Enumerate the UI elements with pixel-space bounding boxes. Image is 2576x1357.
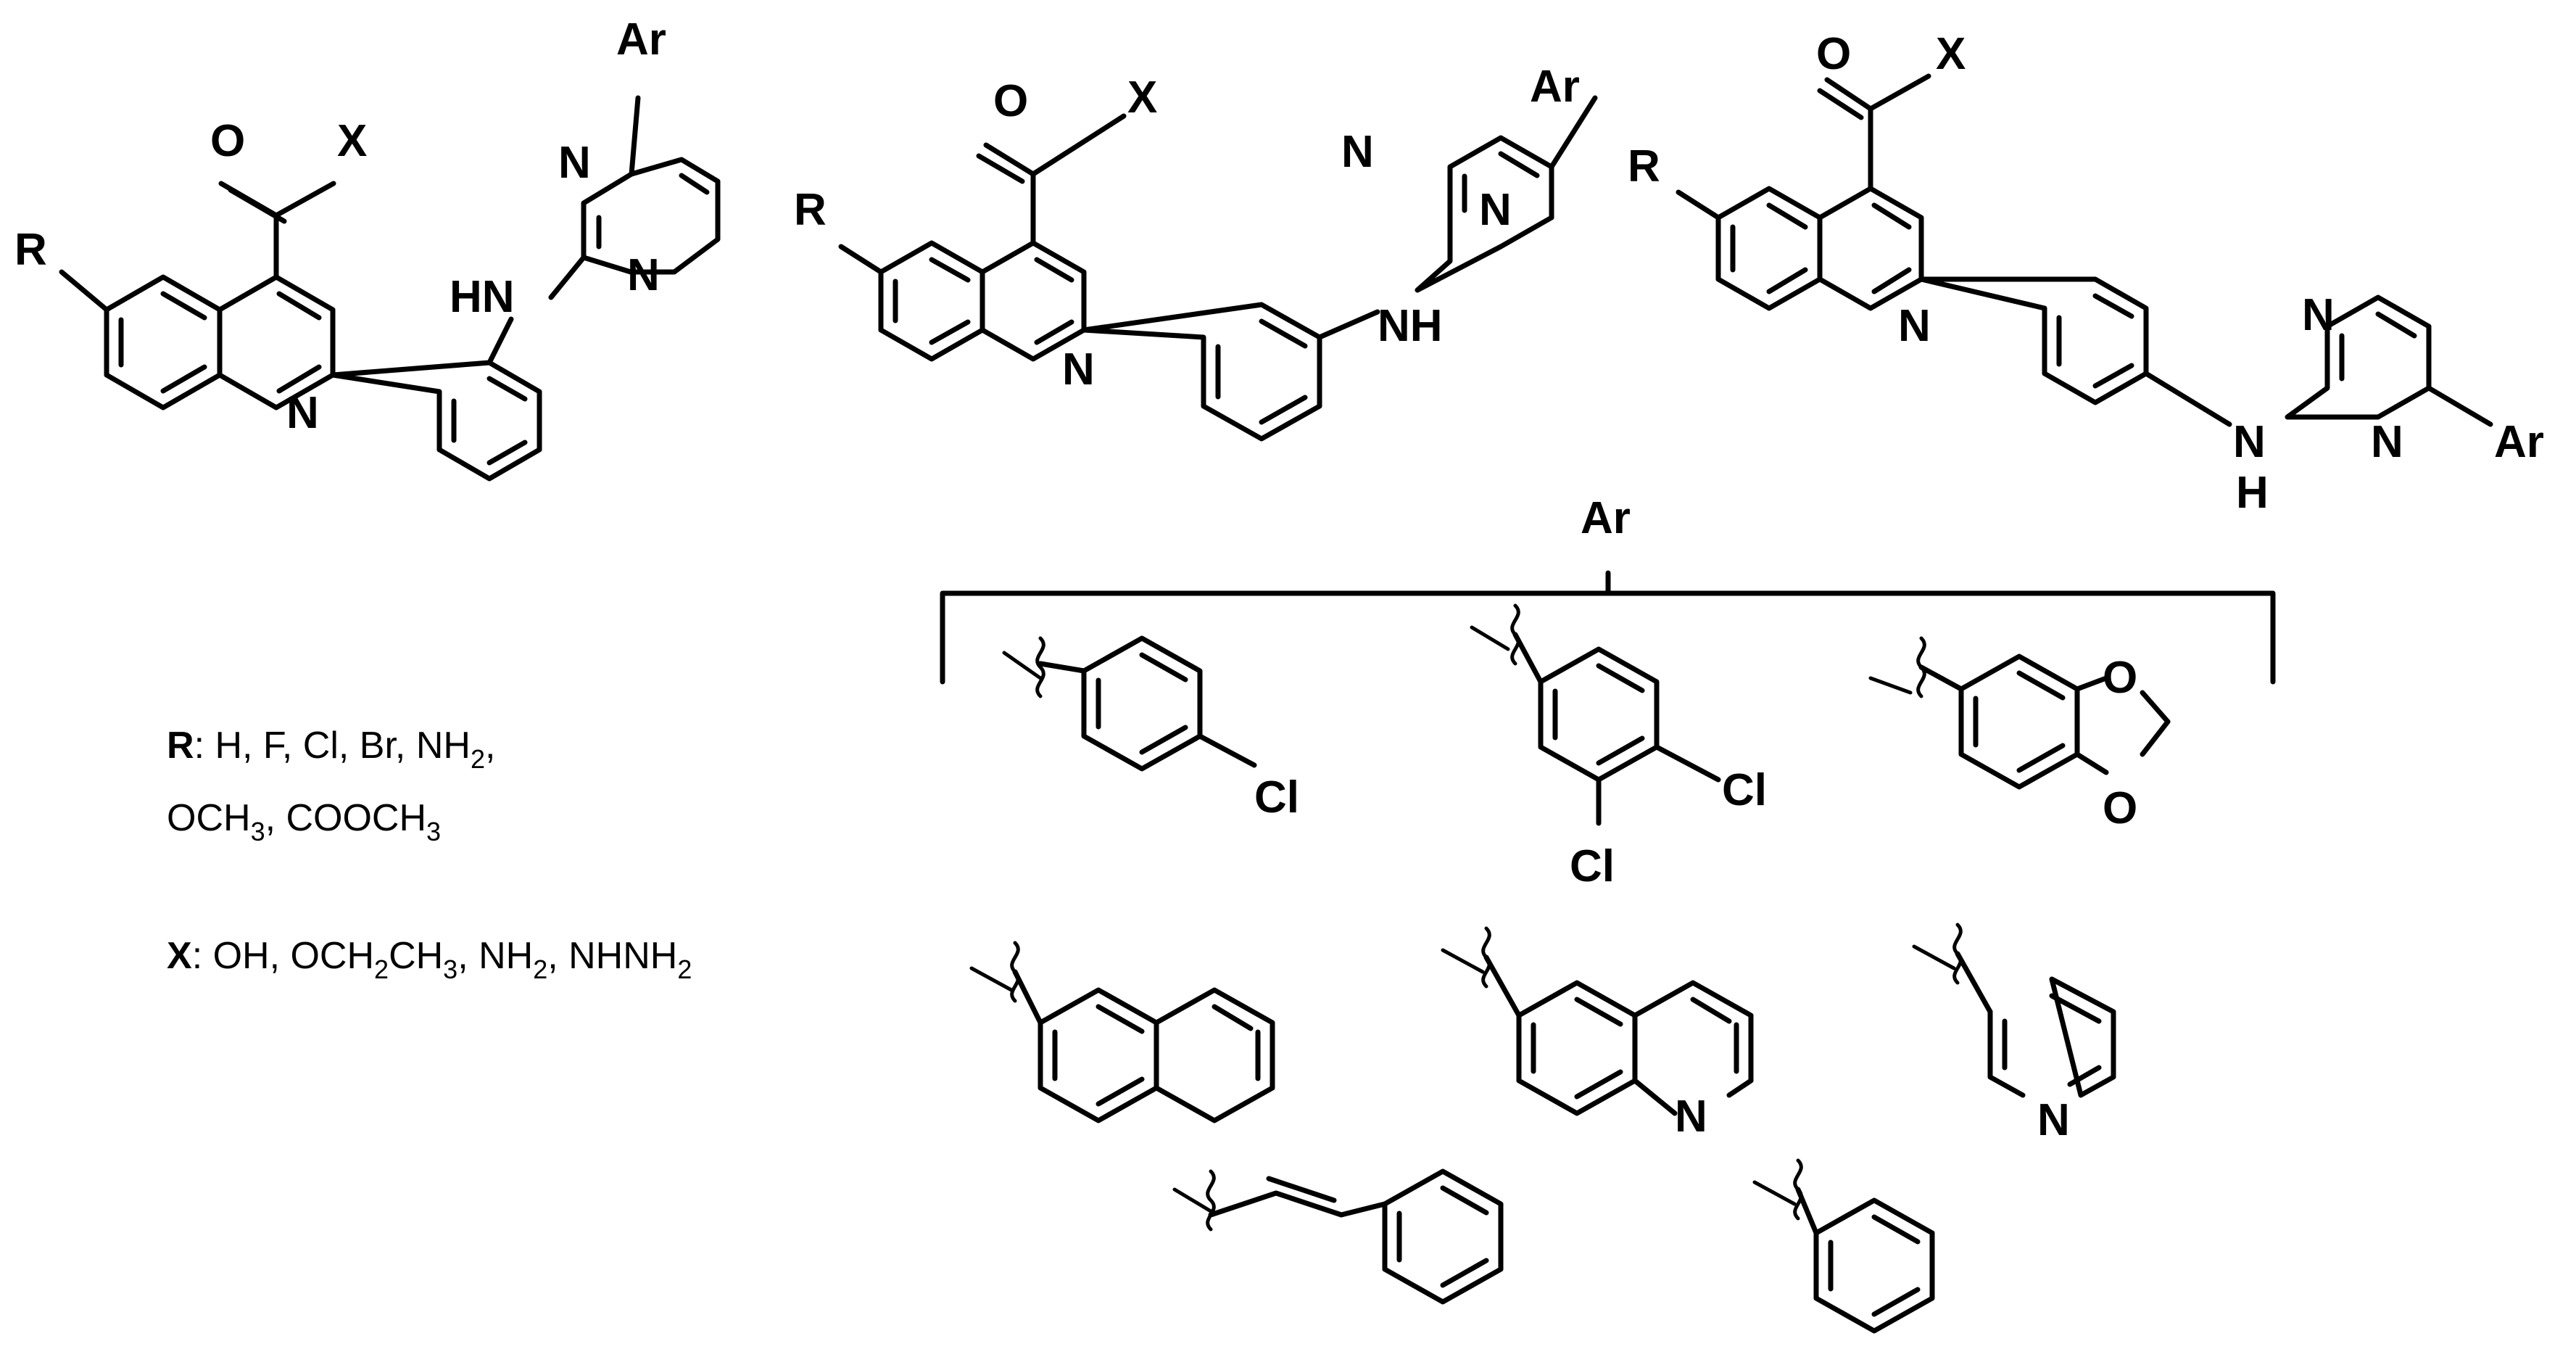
nitrogen-atom-1: N	[286, 388, 319, 438]
nitrogen-atom-4: N	[1062, 345, 1095, 395]
chlorine-atom-3: Cl	[1570, 841, 1615, 891]
ar-atom-2: Ar	[1530, 62, 1580, 112]
r-legend-label: R	[167, 725, 194, 767]
structure-para-isomer: R O X N N H N N Ar	[1628, 29, 2544, 518]
r-legend-och3: OCH	[167, 797, 251, 839]
x-legend-sub-2: 3	[443, 954, 457, 984]
nitrogen-atom-7: N	[1898, 301, 1931, 351]
oxygen-atom-3: O	[1816, 29, 1851, 79]
ar-substituent-bracket: Ar	[940, 493, 2276, 685]
r-atom-2: R	[794, 185, 827, 235]
chlorine-atom-1: Cl	[1254, 772, 1299, 822]
ar-2-naphthyl	[969, 941, 1275, 1123]
ar-3-4-dichlorophenyl: Cl Cl	[1470, 603, 1767, 891]
hn-group-1: HN	[450, 272, 515, 322]
r-legend-values: : H, F, Cl, Br, NH	[194, 725, 471, 767]
x-definition-line: X: OH, OCH2CH3, NH2, NHNH2	[167, 935, 692, 984]
nitrogen-atom-2: N	[558, 138, 591, 188]
nitrogen-atom-8: N	[2302, 290, 2335, 340]
nitrogen-atom-3: N	[627, 250, 660, 300]
ar-phenyl	[1752, 1158, 1935, 1334]
structure-ortho-isomer: R O X N HN N N Ar	[15, 15, 721, 482]
nitrogen-atom-6: N	[1479, 185, 1512, 235]
ar-bracket-label: Ar	[1581, 493, 1631, 543]
ar-benzodioxolyl: O O	[1868, 636, 2171, 833]
r-legend-sub-2: 3	[251, 817, 265, 846]
x-atom-2: X	[1127, 73, 1157, 123]
nitrogen-atom-11: N	[2037, 1095, 2070, 1145]
oxygen-atom-4: O	[2103, 653, 2137, 703]
x-legend-sub-4: 2	[677, 954, 692, 984]
x-legend-sub-1: 2	[374, 954, 389, 984]
ar-atom-1: Ar	[616, 15, 666, 65]
nitrogen-atom-9: N	[2371, 417, 2403, 467]
x-legend-nh2: , NH	[457, 935, 533, 977]
x-atom-1: X	[337, 116, 367, 166]
x-legend-nhnh2: , NHNH	[547, 935, 677, 977]
ar-atom-3: Ar	[2494, 417, 2544, 467]
ar-styryl	[1172, 1168, 1504, 1305]
nitrogen-atom-10: N	[1675, 1092, 1707, 1142]
x-legend-ch: CH	[389, 935, 443, 977]
r-atom-3: R	[1628, 141, 1660, 191]
x-atom-3: X	[1936, 29, 1966, 79]
r-legend-sub-3: 3	[426, 817, 441, 846]
r-definition-line-1: R: H, F, Cl, Br, NH2,	[167, 725, 495, 774]
oxygen-atom-2: O	[993, 76, 1028, 126]
chlorine-atom-2: Cl	[1722, 765, 1767, 815]
structure-meta-isomer: R O X N NH N N Ar	[794, 62, 1598, 442]
r-legend-cooch3: , COOCH	[265, 797, 426, 839]
x-legend-sub-3: 2	[533, 954, 547, 984]
nitrogen-atom-5: N	[1341, 127, 1374, 177]
oxygen-atom-5: O	[2103, 783, 2137, 833]
r-legend-comma: ,	[485, 725, 495, 767]
r-atom-1: R	[15, 225, 47, 275]
nh-group-2: NH	[1378, 301, 1443, 351]
x-legend-label: X	[167, 935, 192, 977]
r-definition-line-2: OCH3, COOCH3	[167, 797, 441, 846]
nh-group-3-n: N	[2233, 417, 2266, 467]
ar-4-chlorophenyl: Cl	[1002, 635, 1299, 822]
oxygen-atom-1: O	[210, 116, 245, 166]
x-legend-values: : OH, OCH	[192, 935, 374, 977]
nh-group-3-h: H	[2236, 468, 2269, 518]
r-legend-sub-1: 2	[471, 744, 485, 774]
ar-3-pyridyl: N	[1912, 923, 2116, 1145]
substituent-legend: R: H, F, Cl, Br, NH2, OCH3, COOCH3 X: OH…	[167, 725, 692, 984]
ar-6-quinolinyl: N	[1441, 926, 1754, 1142]
